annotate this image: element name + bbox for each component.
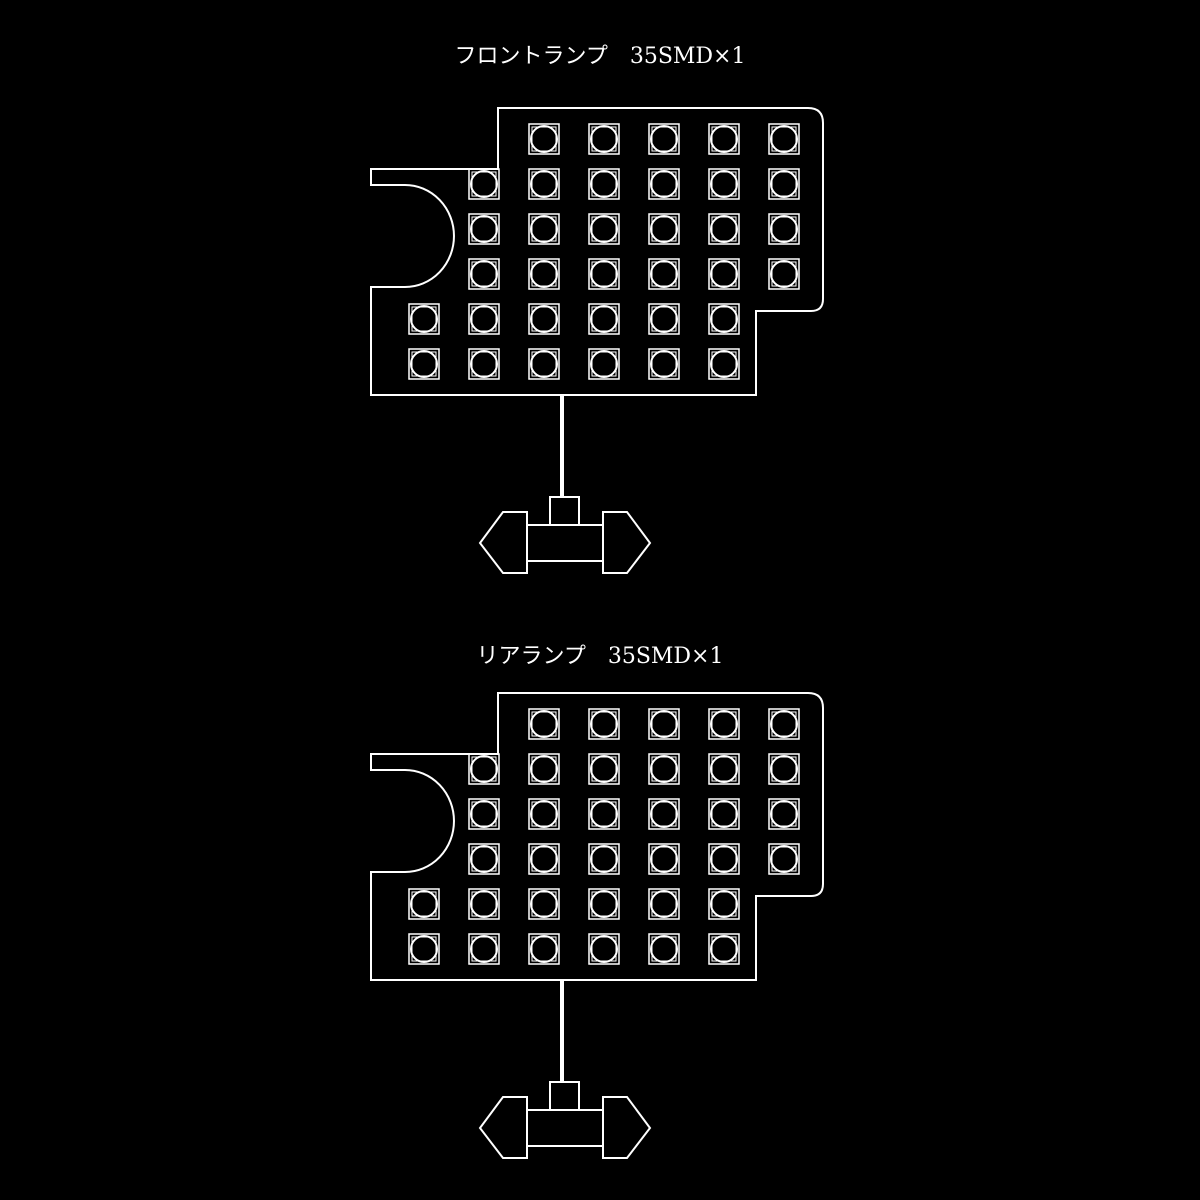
smd-led (708, 888, 740, 920)
smd-led (648, 843, 680, 875)
smd-led (528, 933, 560, 965)
smd-led (528, 168, 560, 200)
smd-led (648, 933, 680, 965)
board-outline (370, 107, 824, 396)
smd-led (588, 708, 620, 740)
smd-led (468, 798, 500, 830)
smd-led (528, 708, 560, 740)
smd-led (528, 213, 560, 245)
smd-led (708, 123, 740, 155)
smd-led (708, 843, 740, 875)
smd-led (708, 348, 740, 380)
smd-led (588, 348, 620, 380)
festoon-connector (478, 496, 652, 574)
smd-led (528, 258, 560, 290)
smd-led (708, 258, 740, 290)
rear-lamp-board (370, 692, 824, 1159)
smd-led (768, 213, 800, 245)
smd-led (468, 933, 500, 965)
smd-led (468, 213, 500, 245)
smd-led (588, 798, 620, 830)
smd-led (708, 708, 740, 740)
smd-led (528, 843, 560, 875)
smd-led (708, 213, 740, 245)
smd-led (408, 888, 440, 920)
smd-led (528, 798, 560, 830)
smd-led (768, 123, 800, 155)
smd-led (708, 168, 740, 200)
smd-led (588, 168, 620, 200)
smd-led (468, 168, 500, 200)
smd-led (408, 933, 440, 965)
smd-led (528, 348, 560, 380)
smd-led (708, 303, 740, 335)
festoon-connector (478, 1081, 652, 1159)
smd-led (768, 798, 800, 830)
smd-led (648, 303, 680, 335)
smd-led (528, 888, 560, 920)
smd-led (648, 258, 680, 290)
smd-led (648, 708, 680, 740)
smd-led (768, 258, 800, 290)
smd-led (408, 348, 440, 380)
smd-led (468, 303, 500, 335)
smd-led (408, 303, 440, 335)
rear-lamp-title: リアランプ 35SMD×1 (476, 644, 724, 669)
smd-led (648, 168, 680, 200)
smd-led (708, 753, 740, 785)
front-lamp-title: フロントランプ 35SMD×1 (454, 44, 746, 69)
smd-led (468, 753, 500, 785)
smd-led (648, 888, 680, 920)
smd-led (768, 753, 800, 785)
smd-led (768, 843, 800, 875)
board-outline (370, 692, 824, 981)
smd-led (648, 213, 680, 245)
smd-led (468, 843, 500, 875)
smd-led (468, 258, 500, 290)
smd-led (528, 753, 560, 785)
smd-led (468, 348, 500, 380)
smd-led (588, 933, 620, 965)
smd-led (528, 303, 560, 335)
smd-led (648, 123, 680, 155)
smd-led (768, 168, 800, 200)
smd-led (468, 888, 500, 920)
smd-led (648, 348, 680, 380)
smd-led (588, 753, 620, 785)
smd-led (648, 753, 680, 785)
smd-led (588, 303, 620, 335)
front-lamp-board (370, 107, 824, 574)
smd-led (708, 798, 740, 830)
smd-led (588, 843, 620, 875)
smd-led (588, 258, 620, 290)
smd-led (528, 123, 560, 155)
smd-led (588, 123, 620, 155)
smd-led (648, 798, 680, 830)
smd-led (588, 888, 620, 920)
smd-led (768, 708, 800, 740)
smd-led (588, 213, 620, 245)
smd-led (708, 933, 740, 965)
